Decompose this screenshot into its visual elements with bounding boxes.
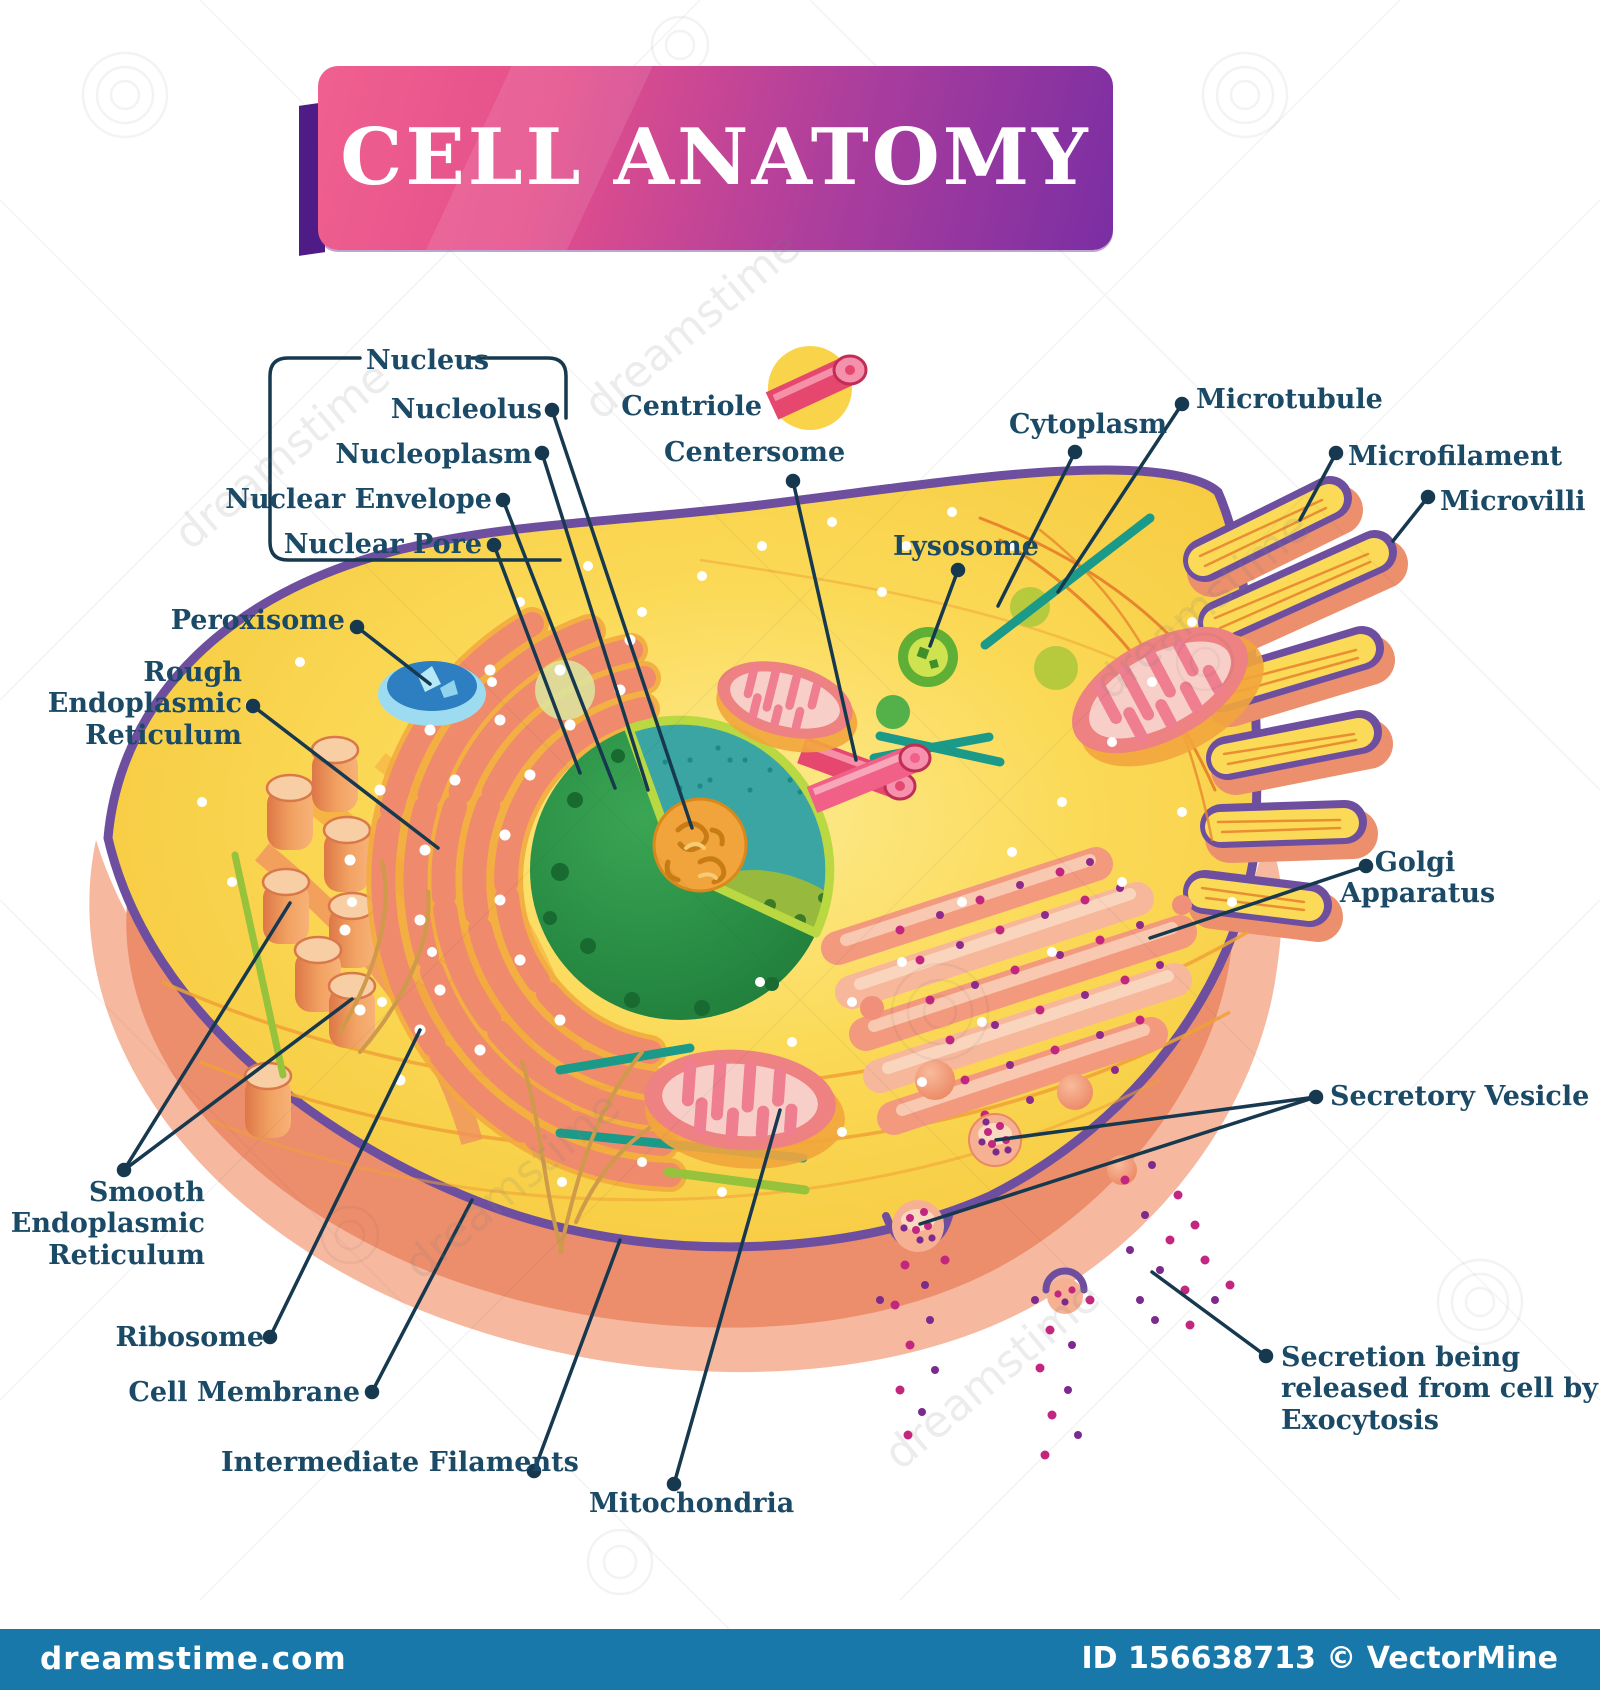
nucleus-bracket xyxy=(268,356,568,562)
nucleus-illustration xyxy=(530,715,835,1020)
label-centersome: Centersome xyxy=(664,437,846,468)
mitochondrion-illustration xyxy=(1072,626,1264,767)
label-nucleoplasm: Nucleoplasm xyxy=(335,439,532,470)
label-peroxisome: Peroxisome xyxy=(170,605,345,636)
stock-photo-footer-bar: dreamstime.com ID 156638713 © VectorMine xyxy=(0,1629,1600,1690)
label-microvilli: Microvilli xyxy=(1440,486,1586,517)
dreamstime-logo-text: dreamstime.com xyxy=(40,1641,347,1677)
label-rough-er: Rough Endoplasmic Reticulum xyxy=(47,657,242,751)
label-ribosome: Ribosome xyxy=(115,1322,264,1353)
label-secretory-vesicle: Secretory Vesicle xyxy=(1330,1081,1590,1112)
label-lysosome: Lysosome xyxy=(893,531,1039,562)
exocytosis-dots xyxy=(876,1161,1235,1460)
microvilli-illustration xyxy=(978,476,1408,942)
label-mitochondria: Mitochondria xyxy=(589,1488,795,1519)
label-nucleolus: Nucleolus xyxy=(390,394,542,425)
label-cell-membrane: Cell Membrane xyxy=(128,1377,360,1408)
label-intermediate-filaments: Intermediate Filaments xyxy=(221,1447,579,1478)
label-nuclear-pore: Nuclear Pore xyxy=(283,529,482,560)
banner-shine xyxy=(318,66,1113,250)
label-golgi-apparatus: Golgi Apparatus xyxy=(1340,847,1496,910)
label-nucleus: Nucleus xyxy=(366,345,490,376)
leader-lines xyxy=(116,396,1436,1492)
label-microfilament: Microfilament xyxy=(1348,441,1563,472)
title-banner: CELL ANATOMY xyxy=(318,66,1113,250)
centriole-icon xyxy=(765,346,868,430)
label-nuclear-envelope: Nuclear Envelope xyxy=(225,484,492,515)
secretory-vesicles-illustration xyxy=(882,1060,1137,1314)
label-cytoplasm: Cytoplasm xyxy=(1009,409,1168,440)
golgi-illustration xyxy=(821,847,1197,1135)
label-secretion-exocytosis: Secretion being released from cell by Ex… xyxy=(1281,1342,1598,1436)
label-smooth-er: Smooth Endoplasmic Reticulum xyxy=(10,1177,205,1271)
label-microtubule: Microtubule xyxy=(1196,384,1383,415)
page-title: CELL ANATOMY xyxy=(318,66,1113,250)
label-centriole: Centriole xyxy=(621,391,762,422)
image-id-credit: ID 156638713 © VectorMine xyxy=(1081,1641,1558,1676)
mitochondrion-illustration xyxy=(716,661,858,753)
peroxisome-illustration xyxy=(378,661,486,726)
mitochondrion-illustration xyxy=(644,1049,845,1169)
